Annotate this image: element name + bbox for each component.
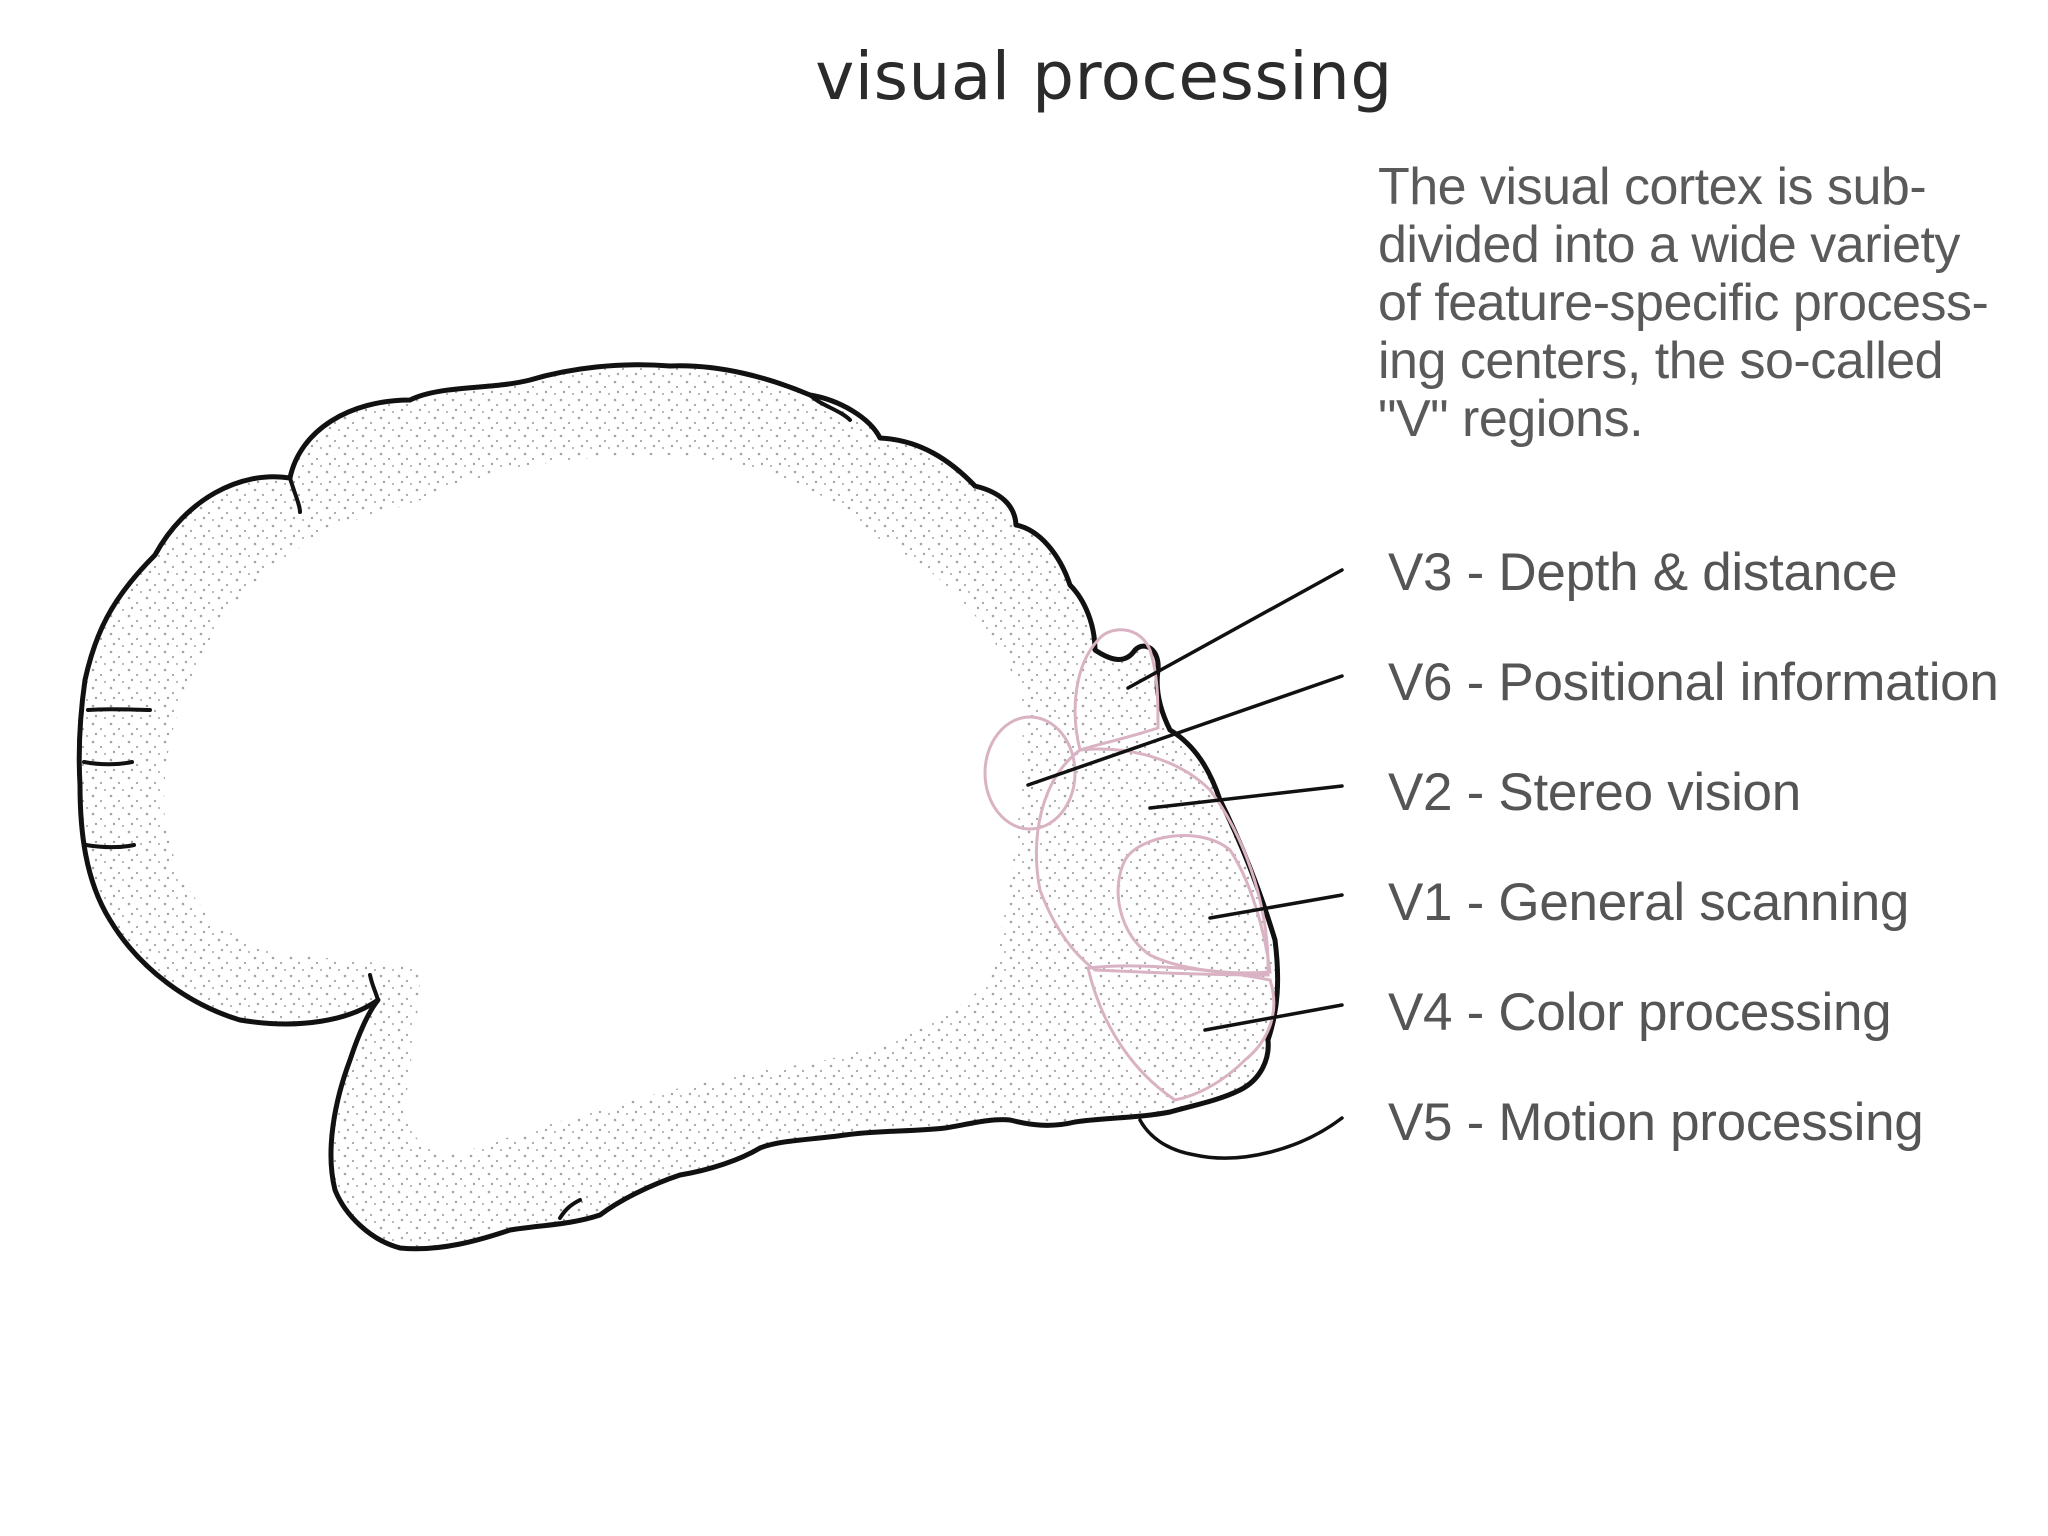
pointer-v5 [1138, 1116, 1344, 1160]
brain-folds [82, 393, 852, 1220]
v3-region [1073, 628, 1160, 752]
label-v2: V2 - Stereo vision [1388, 763, 1801, 822]
pointer-v2 [1148, 784, 1344, 810]
v4-region [1086, 964, 1276, 1102]
description-text: The visual cortex is sub- divided into a… [1378, 158, 2038, 448]
label-v3: V3 - Depth & distance [1388, 543, 1898, 602]
label-v4: V4 - Color processing [1388, 983, 1892, 1042]
pointer-v3 [1126, 568, 1344, 690]
v2-region [1034, 747, 1270, 977]
description-line: ing centers, the so-called [1378, 332, 1944, 390]
brain-shading [79, 364, 1278, 1249]
description-line: divided into a wide variety [1378, 216, 1960, 274]
pointer-v1 [1208, 893, 1344, 920]
pointer-v4 [1203, 1003, 1344, 1032]
v6-region [983, 715, 1077, 831]
label-v6: V6 - Positional information [1388, 653, 1999, 712]
v-regions [983, 628, 1276, 1102]
description-line: of feature-specific process- [1378, 274, 1989, 332]
diagram-title: visual processing [815, 38, 1393, 115]
description-line: "V" regions. [1378, 390, 1644, 448]
v1-region [1116, 834, 1272, 975]
pointer-v6 [1026, 674, 1344, 787]
label-v5: V5 - Motion processing [1388, 1093, 1924, 1152]
pointer-lines [1026, 568, 1344, 1160]
label-v1: V1 - General scanning [1388, 873, 1910, 932]
description-line: The visual cortex is sub- [1378, 158, 1927, 216]
